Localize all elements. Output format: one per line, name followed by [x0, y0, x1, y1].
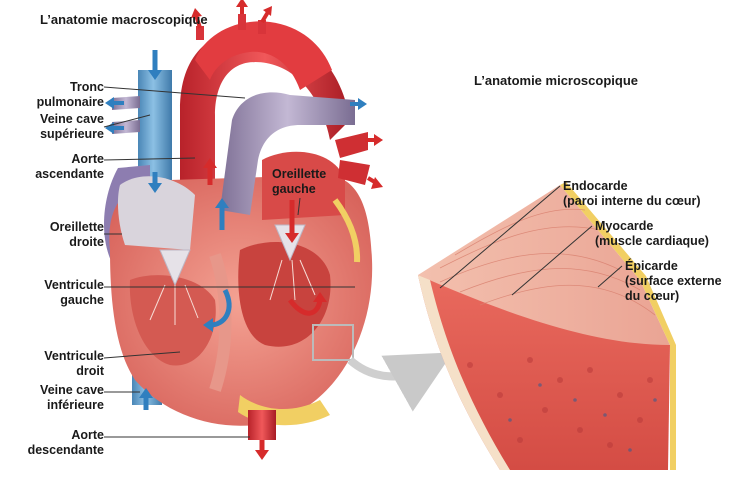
label-tronc-pulmonaire: Tronc pulmonaire: [37, 80, 104, 110]
label-veine-cave-inferieure: Veine cave inférieure: [40, 383, 104, 413]
red-arrow-top-3: [262, 12, 268, 22]
pulmonary-veins: [335, 132, 370, 185]
heart: [104, 14, 372, 440]
arch-branch-2: [238, 14, 246, 30]
label-oreillette-gauche: Oreillette gauche: [272, 167, 326, 197]
label-aorte-descendante: Aorte descendante: [28, 428, 104, 458]
label-veine-cave-superieure: Veine cave supérieure: [40, 112, 104, 142]
zoom-arrow: [350, 360, 425, 376]
descending-aorta: [248, 410, 276, 440]
label-ventricule-gauche: Ventricule gauche: [44, 278, 104, 308]
label-endocarde: Endocarde (paroi interne du cœur): [563, 179, 701, 209]
title-micro: L’anatomie microscopique: [474, 73, 638, 88]
title-macro: L’anatomie macroscopique: [40, 12, 208, 27]
arch-branch-1: [196, 26, 204, 40]
label-oreillette-droite: Oreillette droite: [50, 220, 104, 250]
leader-tronc: [104, 87, 245, 98]
label-ventricule-droit: Ventricule droit: [44, 349, 104, 379]
label-aorte-ascendante: Aorte ascendante: [35, 152, 104, 182]
label-myocarde: Myocarde (muscle cardiaque): [595, 219, 709, 249]
label-epicarde: Épicarde (surface externe du cœur): [625, 259, 722, 304]
arch-branch-3: [258, 20, 266, 34]
